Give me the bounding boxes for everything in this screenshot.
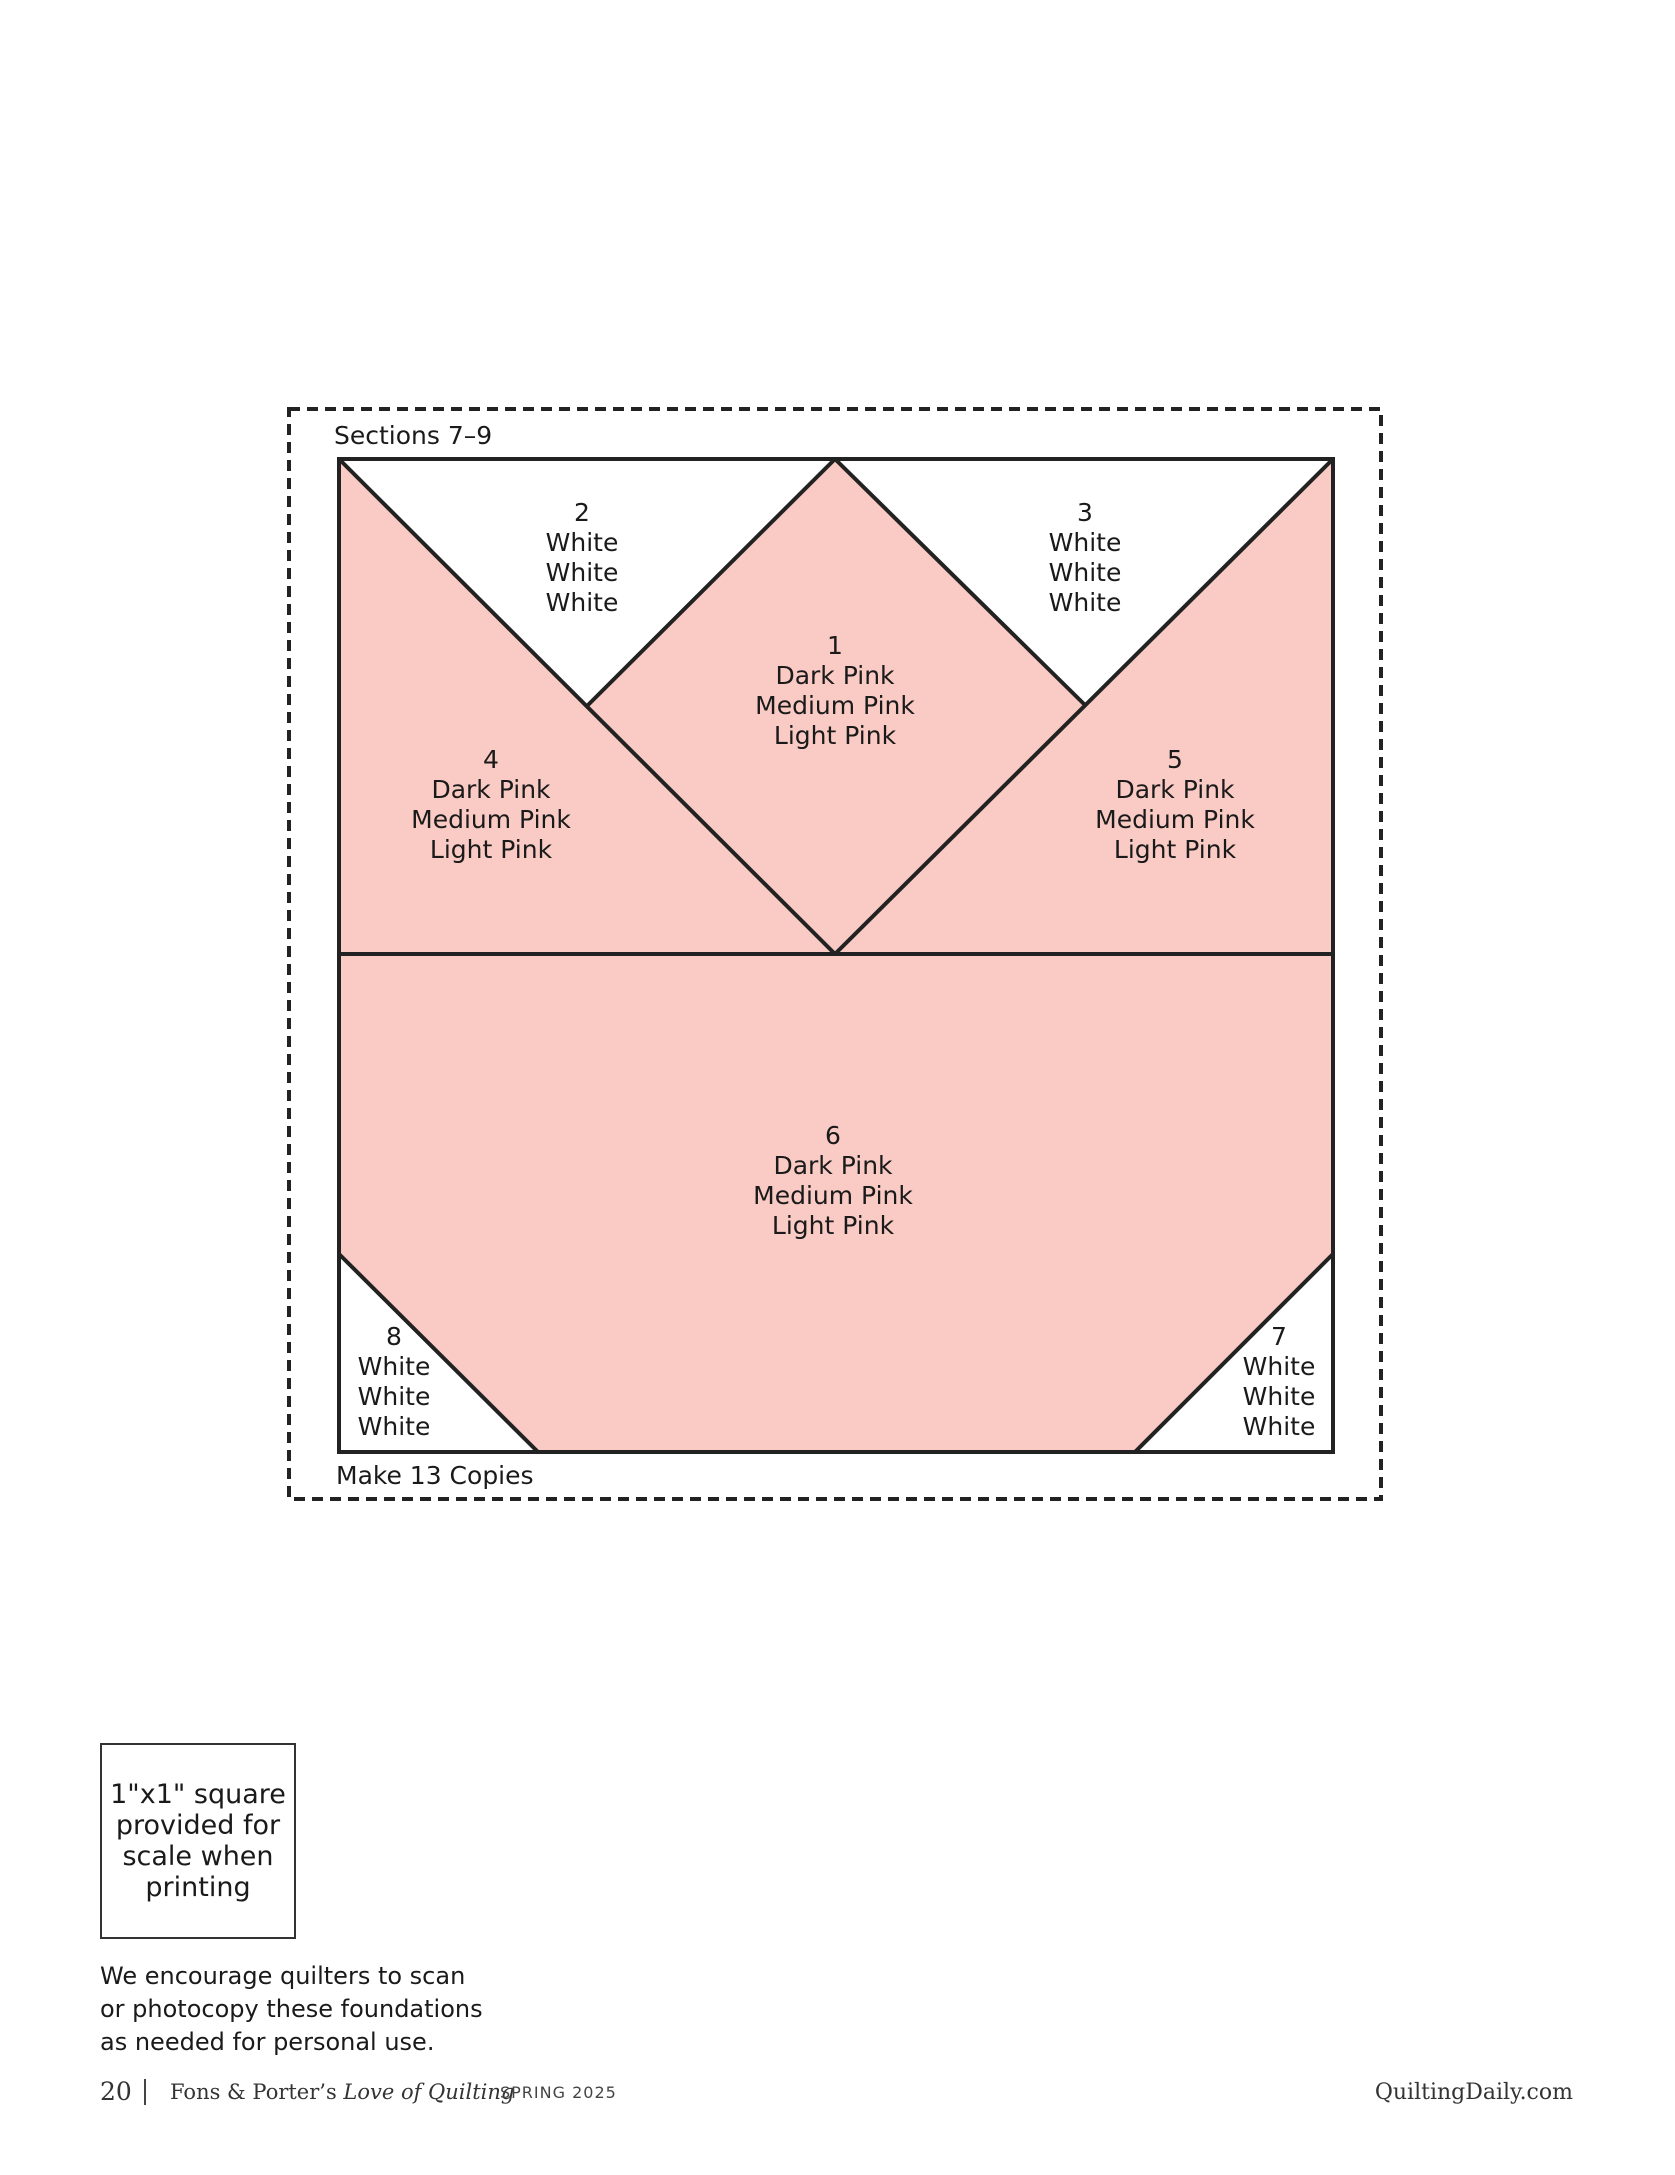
piece-number: 5 bbox=[1167, 745, 1183, 774]
copies-label: Make 13 Copies bbox=[336, 1461, 534, 1490]
piece-fabric: White bbox=[546, 588, 619, 617]
piece-5-label: 5 Dark Pink Medium Pink Light Pink bbox=[1095, 745, 1255, 864]
piece-fabric: Light Pink bbox=[430, 835, 553, 864]
piece-number: 8 bbox=[386, 1322, 402, 1351]
dashed-cut-line bbox=[287, 407, 1383, 1501]
page-number: 20 bbox=[100, 2077, 132, 2106]
piece-number: 3 bbox=[1077, 498, 1093, 527]
piece-6-label: 6 Dark Pink Medium Pink Light Pink bbox=[753, 1121, 913, 1240]
piece-fabric: Medium Pink bbox=[753, 1181, 913, 1210]
piece-number: 7 bbox=[1271, 1322, 1287, 1351]
piece-fabric: White bbox=[358, 1352, 431, 1381]
piece-4-label: 4 Dark Pink Medium Pink Light Pink bbox=[411, 745, 571, 864]
piece-fabric: Light Pink bbox=[1114, 835, 1237, 864]
piece-2-shape bbox=[339, 459, 835, 706]
piece-fabric: White bbox=[1243, 1412, 1316, 1441]
issue-season: SPRING 2025 bbox=[500, 2083, 617, 2102]
piece-fabric: Dark Pink bbox=[431, 775, 551, 804]
scale-reference-square: 1"x1" square provided for scale when pri… bbox=[100, 1743, 296, 1939]
footer-divider bbox=[144, 2079, 146, 2105]
piece-fabric: Light Pink bbox=[774, 721, 897, 750]
publication-name: Fons & Porter’s Love of Quilting bbox=[170, 2080, 514, 2104]
piece-fabric: White bbox=[1243, 1352, 1316, 1381]
publication-prefix: Fons & Porter’s bbox=[170, 2080, 344, 2104]
piece-fabric: White bbox=[546, 528, 619, 557]
piece-number: 1 bbox=[827, 631, 843, 660]
piece-7-label: 7 White White White bbox=[1243, 1322, 1316, 1441]
publication-title: Love of Quilting bbox=[343, 2080, 515, 2104]
page-footer: 20 Fons & Porter’s Love of Quilting SPRI… bbox=[0, 2077, 1675, 2117]
piece-fabric: White bbox=[358, 1382, 431, 1411]
scale-reference-text: 1"x1" square provided for scale when pri… bbox=[110, 1779, 286, 1903]
piece-fabric: White bbox=[1243, 1382, 1316, 1411]
piece-number: 4 bbox=[483, 745, 499, 774]
piece-fabric: Light Pink bbox=[772, 1211, 895, 1240]
piece-fabric: Dark Pink bbox=[773, 1151, 893, 1180]
copy-permission-note: We encourage quilters to scan or photoco… bbox=[100, 1962, 483, 2056]
piece-fabric: White bbox=[1049, 528, 1122, 557]
piece-3-label: 3 White White White bbox=[1049, 498, 1122, 617]
piece-number: 2 bbox=[574, 498, 590, 527]
section-header-label: Sections 7–9 bbox=[334, 421, 492, 450]
piece-fabric: Medium Pink bbox=[1095, 805, 1255, 834]
piece-3-shape bbox=[835, 459, 1333, 706]
piece-fabric: White bbox=[1049, 588, 1122, 617]
piece-fabric: Medium Pink bbox=[411, 805, 571, 834]
piece-fabric: Medium Pink bbox=[755, 691, 915, 720]
piece-1-label: 1 Dark Pink Medium Pink Light Pink bbox=[755, 631, 915, 750]
piece-6-shape bbox=[339, 954, 1333, 1452]
piece-number: 6 bbox=[825, 1121, 841, 1150]
piece-2-label: 2 White White White bbox=[546, 498, 619, 617]
piece-8-label: 8 White White White bbox=[358, 1322, 431, 1441]
piece-fabric: Dark Pink bbox=[775, 661, 895, 690]
piece-fabric: White bbox=[546, 558, 619, 587]
piece-fabric: White bbox=[358, 1412, 431, 1441]
piece-fabric: White bbox=[1049, 558, 1122, 587]
piece-fabric: Dark Pink bbox=[1115, 775, 1235, 804]
website-link[interactable]: QuiltingDaily.com bbox=[1374, 2080, 1573, 2105]
seam-lines bbox=[337, 457, 1335, 1454]
